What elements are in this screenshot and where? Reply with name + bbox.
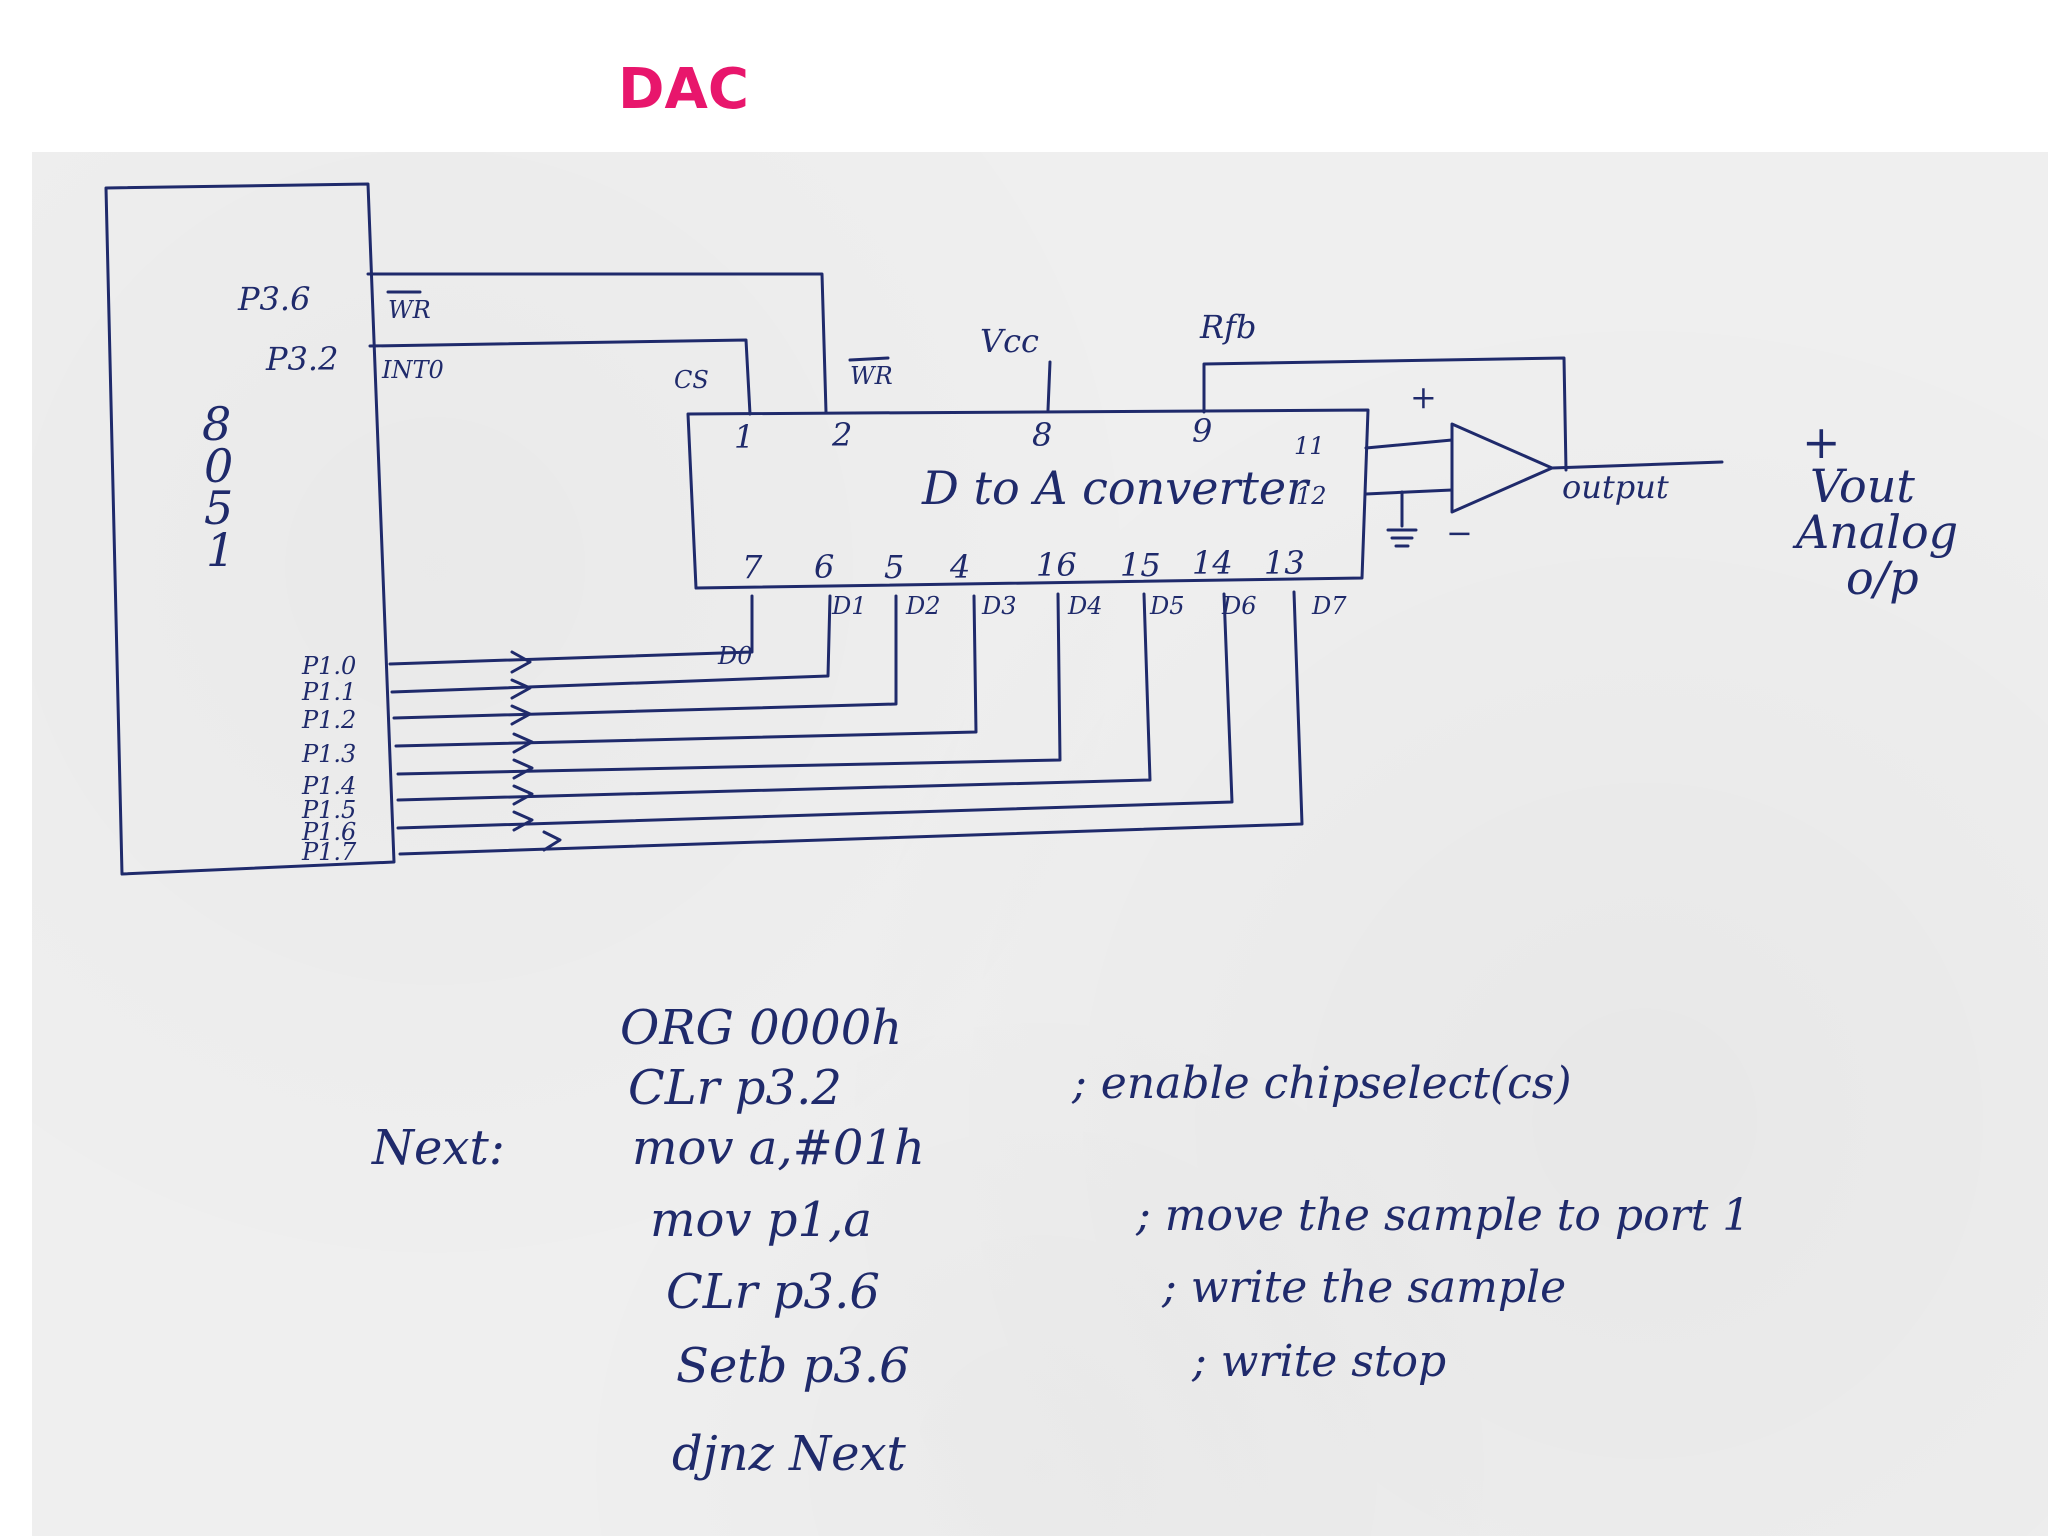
port-pin-p1-2: P1.2 [301,706,356,734]
port-pin-p1-6: P1.6 [301,818,356,846]
arrow-d3 [512,732,534,754]
wire-d1 [390,594,832,694]
handwritten-diagram-photo: 8 0 5 1 P3.6 P3.2 WR INT0 D to A convert… [32,152,2048,1536]
int0-signal-label: INT0 [381,356,444,384]
code-line-4-comment: ; move the sample to port 1 [1135,1190,1750,1241]
slide-title: DAC [618,57,749,122]
vout-sign: + [1802,415,1841,469]
pin-14-label: 14 [1192,544,1233,582]
assembly-program: Next: ORG 0000h CLr p3.2 ; enable chipse… [371,1000,1750,1482]
wire-pin12-opamp [1364,488,1454,496]
wire-d5 [396,592,1152,802]
pin-5-label: 5 [884,548,904,586]
port-pin-p1-5: P1.5 [301,796,356,824]
port-pin-labels: P1.0 P1.1 P1.2 P1.3 P1.4 P1.5 P1.6 P1.7 [301,652,357,866]
ground-symbol [1386,490,1418,548]
arrow-d2 [510,704,532,726]
wire-int0 [368,338,752,416]
code-line-5-comment: ; write the sample [1161,1262,1566,1313]
arrow-d6 [512,810,534,832]
opamp-symbol [1450,422,1554,514]
code-line-6-comment: ; write stop [1191,1336,1446,1387]
pin-p3-2-label: P3.2 [265,340,338,378]
wire-d7 [398,590,1304,856]
data-label-d4: D4 [1067,592,1103,620]
pin-1-label: 1 [734,418,754,456]
cs-label: CS [674,366,709,394]
wire-wr [366,272,828,414]
arrow-d5 [512,784,534,806]
dac-wr-overbar [848,356,890,362]
code-line-2-comment: ; enable chipselect(cs) [1071,1058,1572,1109]
mcu-label-char-3: 5 [204,481,233,535]
vout-line2: o/p [1846,551,1919,605]
wire-d6 [396,592,1234,830]
dac-bottom-pins: 7 6 5 4 16 15 14 13 [742,544,1305,586]
arrow-d0 [510,650,532,674]
mcu-8051-box [104,182,396,876]
pin-8-label: 8 [1032,416,1052,454]
dac-data-labels: D0 D1 D2 D3 D4 D5 D6 D7 [717,592,1347,670]
output-label: output [1562,468,1669,506]
arrow-d1 [510,678,532,700]
pin-9-label: 9 [1192,412,1212,450]
pin-11-label: 11 [1294,432,1325,460]
pin-15-label: 15 [1120,546,1161,584]
dac-label: D to A converter [921,461,1311,515]
dac-box [686,408,1370,590]
vcc-label: Vcc [980,322,1039,360]
code-line-4-instr: mov p1,a [650,1192,872,1248]
wire-vcc [1046,360,1052,412]
wire-rfb [1202,356,1568,472]
pin-12-label: 12 [1296,482,1327,510]
pin-13-label: 13 [1264,544,1305,582]
wire-d3 [394,594,978,748]
pin-4-label: 4 [949,548,970,586]
data-label-d6: D6 [1221,592,1257,620]
wr-signal-label: WR [388,296,431,324]
opamp-plus: + [1410,378,1437,416]
code-line-1-instr: ORG 0000h [620,1000,902,1056]
port-pin-p1-7: P1.7 [301,838,357,866]
arrow-d7 [542,830,562,852]
data-label-d5: D5 [1149,592,1185,620]
pin-2-label: 2 [831,416,852,454]
code-line-3-instr: mov a,#01h [632,1120,925,1176]
wire-output [1550,460,1724,470]
dac-wr-label: WR [850,362,893,390]
pin-6-label: 6 [814,548,834,586]
code-line-6-instr: Setb p3.6 [676,1338,910,1394]
data-label-d0: D0 [717,642,753,670]
mcu-label-char-1: 8 [202,397,231,451]
circuit-svg: 8 0 5 1 P3.6 P3.2 WR INT0 D to A convert… [104,182,1958,1482]
pin-16-label: 16 [1036,546,1077,584]
port-pin-p1-3: P1.3 [301,740,356,768]
vout-line1: Analog [1792,505,1958,559]
data-label-d2: D2 [905,592,941,620]
pin-7-label: 7 [742,548,763,586]
code-line-7-instr: djnz Next [672,1426,907,1482]
rfb-label: Rfb [1199,308,1256,346]
data-label-d1: D1 [831,592,867,620]
port-pin-p1-1: P1.1 [301,678,356,706]
arrow-d4 [512,758,534,780]
data-label-d3: D3 [981,592,1017,620]
mcu-label-char-2: 0 [204,439,233,493]
wire-d4 [396,592,1062,776]
wire-pin11-opamp [1364,438,1454,450]
pin-p3-6-label: P3.6 [237,280,310,318]
data-label-d7: D7 [1311,592,1347,620]
mcu-label: 8 0 5 1 [202,397,235,577]
code-line-2-instr: CLr p3.2 [628,1060,842,1116]
wire-d0 [388,594,754,666]
wire-d2 [392,594,898,720]
code-line-5-instr: CLr p3.6 [666,1264,880,1320]
opamp-minus: − [1446,514,1473,552]
port-pin-p1-0: P1.0 [301,652,356,680]
mcu-label-char-4: 1 [206,523,235,577]
code-label-next: Next: [371,1120,505,1176]
data-bus-wires [388,590,1304,856]
vout-label: Vout [1810,459,1915,513]
port-pin-p1-4: P1.4 [301,772,356,800]
